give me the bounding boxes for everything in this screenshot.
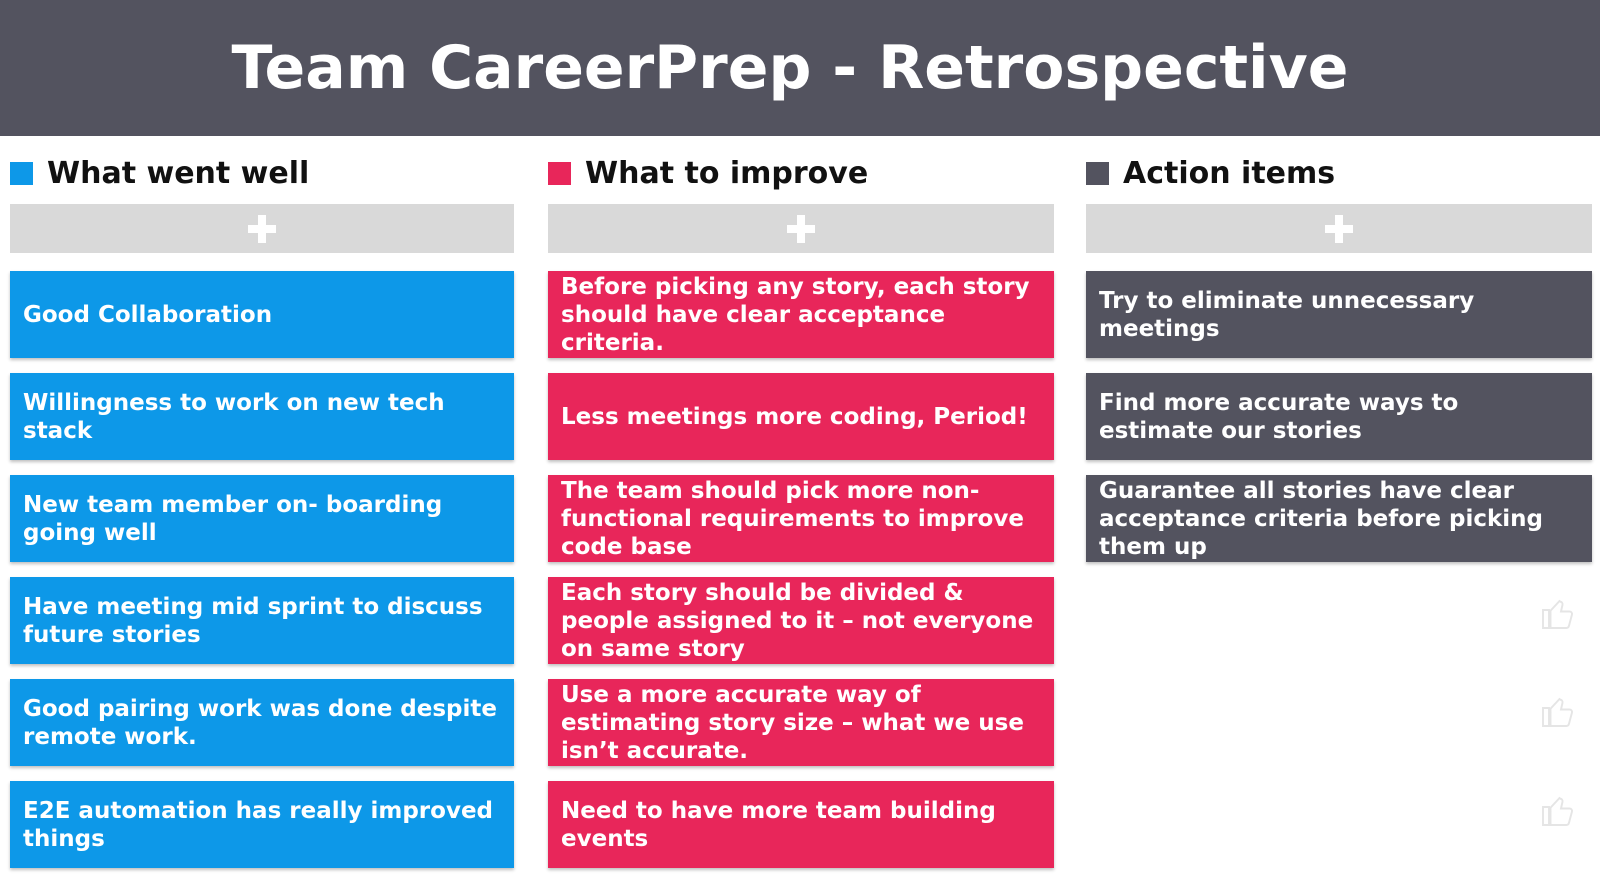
thumbs-up-icon bbox=[1542, 796, 1574, 826]
column-action-items: Action items Try to eliminate unnecessar… bbox=[1086, 150, 1592, 577]
retro-card[interactable]: Use a more accurate way of estimating st… bbox=[548, 679, 1054, 766]
card-text: Each story should be divided & people as… bbox=[561, 579, 1034, 662]
card-text: Before picking any story, each story sho… bbox=[561, 273, 1030, 356]
card-text: Need to have more team building events bbox=[561, 797, 996, 852]
column-title: What to improve bbox=[585, 155, 869, 191]
column-color-swatch bbox=[548, 161, 571, 185]
retro-card[interactable]: New team member on- boarding going well bbox=[10, 475, 514, 562]
card-text: Willingness to work on new tech stack bbox=[23, 389, 445, 444]
card-text: Find more accurate ways to estimate our … bbox=[1099, 389, 1459, 444]
retro-card[interactable]: Willingness to work on new tech stack bbox=[10, 373, 514, 460]
column-title: Action items bbox=[1123, 155, 1336, 191]
plus-icon bbox=[1325, 214, 1353, 243]
card-text: Good Collaboration bbox=[23, 301, 273, 328]
retro-card[interactable]: Each story should be divided & people as… bbox=[548, 577, 1054, 664]
column-title: What went well bbox=[47, 155, 310, 191]
header-bar: Team CareerPrep - Retrospective bbox=[0, 0, 1600, 136]
card-text: Try to eliminate unnecessary meetings bbox=[1099, 287, 1475, 342]
retro-card[interactable]: Guarantee all stories have clear accepta… bbox=[1086, 475, 1592, 562]
card-text: Have meeting mid sprint to discuss futur… bbox=[23, 593, 483, 648]
add-card-button[interactable] bbox=[548, 204, 1054, 253]
retro-card[interactable]: Need to have more team building events bbox=[548, 781, 1054, 868]
plus-icon bbox=[787, 214, 815, 243]
column-heading: Action items bbox=[1086, 150, 1592, 196]
add-card-button[interactable] bbox=[10, 204, 514, 253]
retro-card[interactable]: Try to eliminate unnecessary meetings bbox=[1086, 271, 1592, 358]
column-improve: What to improve Before picking any story… bbox=[548, 150, 1054, 883]
card-text: Use a more accurate way of estimating st… bbox=[561, 681, 1024, 764]
column-went-well: What went well Good Collaboration Willin… bbox=[10, 150, 514, 883]
column-heading: What to improve bbox=[548, 150, 1054, 196]
plus-icon bbox=[248, 214, 276, 243]
retro-card[interactable]: Find more accurate ways to estimate our … bbox=[1086, 373, 1592, 460]
add-card-button[interactable] bbox=[1086, 204, 1592, 253]
page-title: Team CareerPrep - Retrospective bbox=[231, 33, 1349, 103]
retro-card[interactable]: Have meeting mid sprint to discuss futur… bbox=[10, 577, 514, 664]
retro-card[interactable]: The team should pick more non-functional… bbox=[548, 475, 1054, 562]
retro-card[interactable]: E2E automation has really improved thing… bbox=[10, 781, 514, 868]
retro-card[interactable]: Less meetings more coding, Period! bbox=[548, 373, 1054, 460]
column-heading: What went well bbox=[10, 150, 514, 196]
card-text: E2E automation has really improved thing… bbox=[23, 797, 494, 852]
retro-card[interactable]: Good Collaboration bbox=[10, 271, 514, 358]
column-color-swatch bbox=[10, 161, 33, 185]
thumbs-up-icon bbox=[1542, 599, 1574, 629]
card-text: New team member on- boarding going well bbox=[23, 491, 443, 546]
retro-card[interactable]: Good pairing work was done despite remot… bbox=[10, 679, 514, 766]
thumbs-up-icon bbox=[1542, 697, 1574, 727]
card-text: Less meetings more coding, Period! bbox=[561, 403, 1028, 430]
retro-card[interactable]: Before picking any story, each story sho… bbox=[548, 271, 1054, 358]
card-text: The team should pick more non-functional… bbox=[561, 477, 1024, 560]
card-text: Good pairing work was done despite remot… bbox=[23, 695, 497, 750]
column-color-swatch bbox=[1086, 161, 1109, 185]
card-text: Guarantee all stories have clear accepta… bbox=[1099, 477, 1544, 560]
